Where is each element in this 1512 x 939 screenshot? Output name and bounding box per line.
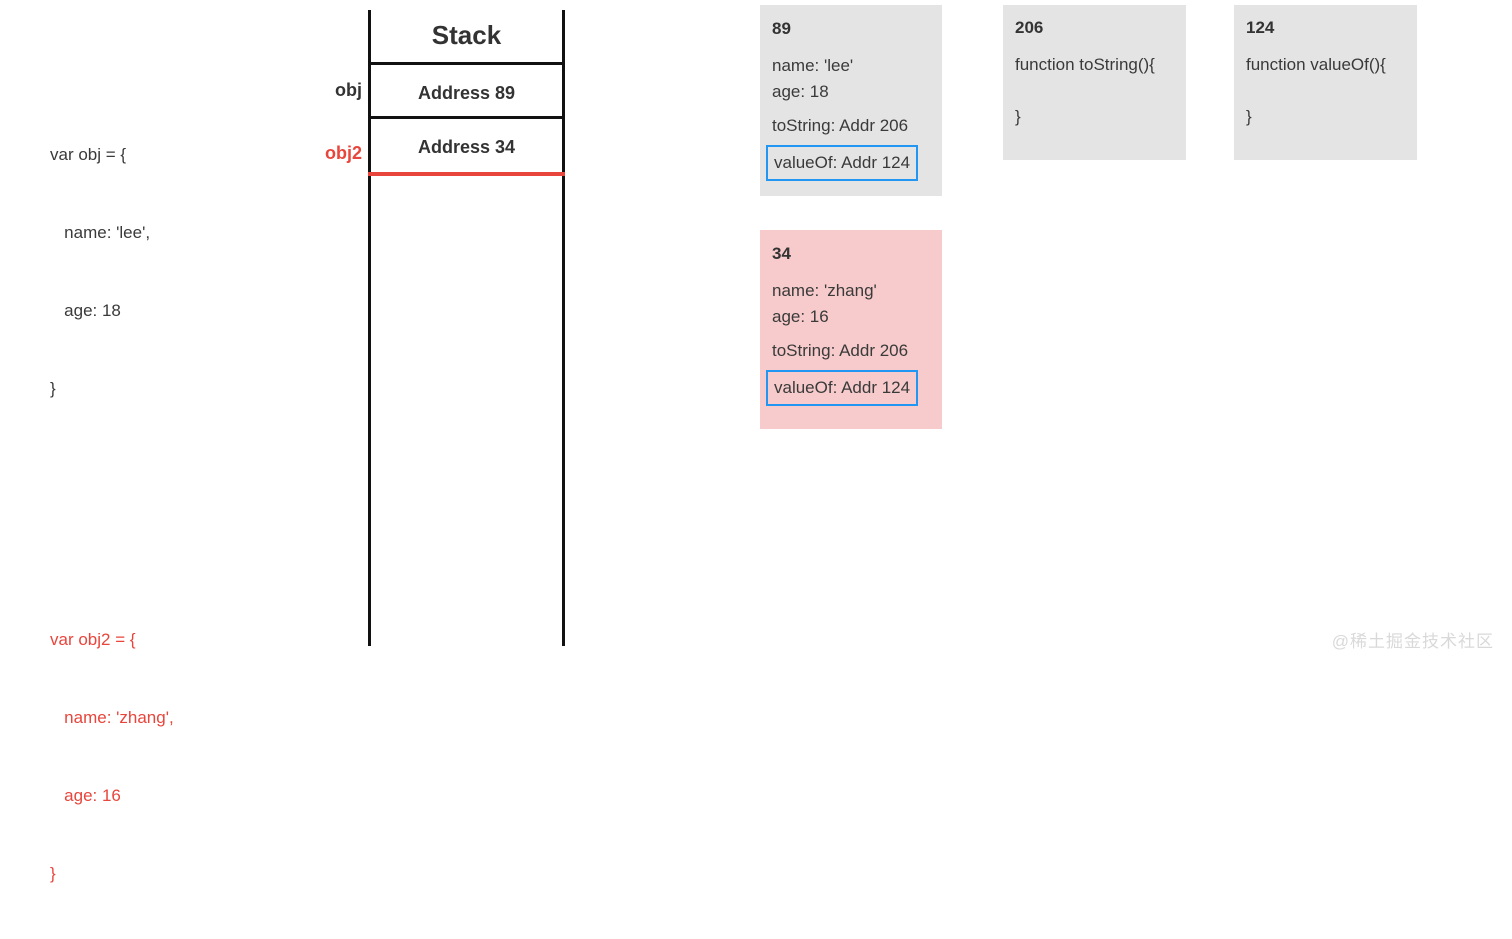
stack-title: Stack (431, 20, 502, 50)
function-box-address: 206 (1015, 18, 1044, 37)
code-line: name: 'lee', (50, 223, 151, 242)
code-line: } (50, 379, 56, 398)
function-signature: function valueOf(){ (1246, 55, 1386, 74)
code-panel: var obj = { name: 'lee', age: 18 } var o… (50, 90, 340, 939)
heap-box-address: 34 (772, 244, 791, 263)
heap-box-line: name: 'zhang' (772, 281, 877, 300)
heap-box-highlighted-line: valueOf: Addr 124 (766, 145, 919, 181)
function-box-address: 124 (1246, 18, 1275, 37)
stack-row: Address 89 (368, 62, 565, 119)
function-close-brace: } (1246, 107, 1252, 126)
heap-box-line: age: 18 (772, 82, 829, 101)
heap-box-line: name: 'lee' (772, 56, 854, 75)
code-line: age: 16 (50, 786, 121, 805)
stack-right-border (562, 10, 565, 646)
stack-variable-label-obj: obj (335, 80, 362, 100)
stack-table: Stack Address 89 Address 34 (368, 0, 565, 646)
heap-box-highlighted-line: valueOf: Addr 124 (766, 370, 919, 406)
obj2-declaration-block: var obj2 = { name: 'zhang', age: 16 } (50, 575, 340, 939)
code-line: } (50, 864, 56, 883)
heap-box-line: age: 16 (772, 307, 829, 326)
code-line: var obj2 = { (50, 630, 136, 649)
code-line: var obj = { (50, 145, 127, 164)
function-close-brace: } (1015, 107, 1021, 126)
stack-row: Address 34 (368, 119, 565, 176)
heap-object-box-34: 34 name: 'zhang' age: 16 toString: Addr … (760, 230, 942, 429)
function-box-206: 206 function toString(){ } (1003, 5, 1186, 160)
heap-box-line: toString: Addr 206 (772, 116, 909, 135)
code-line: age: 18 (50, 301, 121, 320)
heap-box-line: toString: Addr 206 (772, 341, 909, 360)
watermark: @稀土掘金技术社区 (1331, 632, 1494, 651)
heap-object-box-89: 89 name: 'lee' age: 18 toString: Addr 20… (760, 5, 942, 196)
code-line: name: 'zhang', (50, 708, 174, 727)
stack-variable-label-obj2: obj2 (324, 143, 362, 163)
stack-left-border (368, 10, 371, 646)
function-box-124: 124 function valueOf(){ } (1234, 5, 1417, 160)
function-signature: function toString(){ (1015, 55, 1155, 74)
obj-declaration-block: var obj = { name: 'lee', age: 18 } (50, 90, 340, 454)
heap-box-address: 89 (772, 19, 791, 38)
